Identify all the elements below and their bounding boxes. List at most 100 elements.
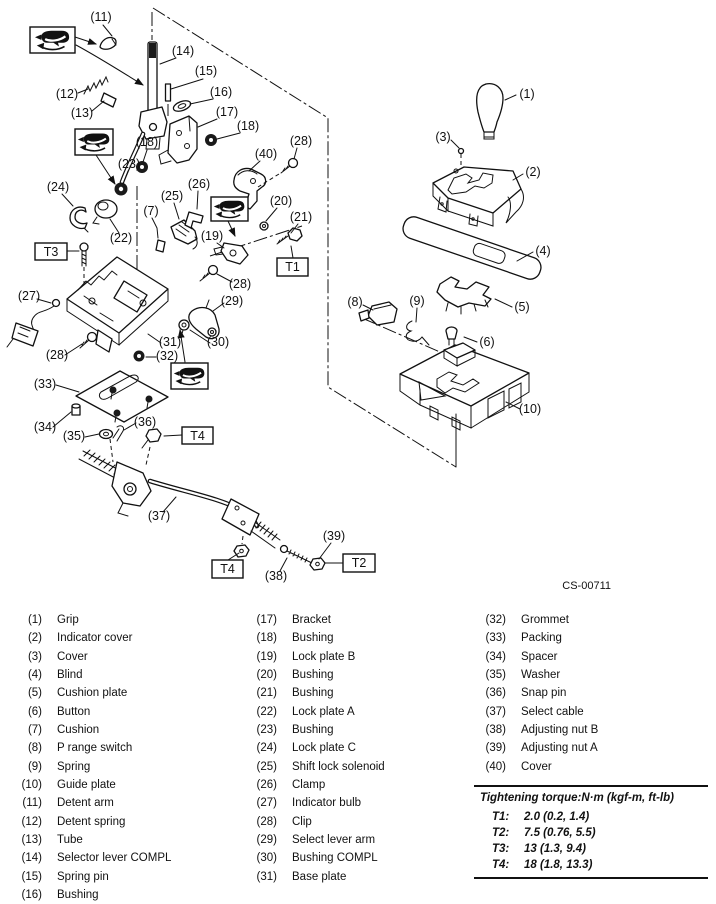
part-number: (14) — [21, 852, 42, 865]
part-bushing-21 — [276, 227, 303, 245]
list-item: (9)Spring — [20, 758, 171, 776]
part-lock-plate-c — [69, 206, 89, 233]
list-item: (5)Cushion plate — [20, 684, 171, 702]
part-adjusting-nut-a — [309, 557, 326, 571]
center-lines — [136, 7, 457, 468]
part-number: (2) — [27, 632, 42, 645]
callout-24: (24) — [47, 180, 69, 194]
figure-code: CS-00711 — [562, 580, 611, 592]
part-select-lever-arm — [188, 299, 220, 340]
part-number: (34) — [485, 650, 506, 663]
part-name: Bushing — [57, 888, 99, 901]
callout-31: (31) — [159, 335, 181, 349]
part-number: (35) — [485, 668, 506, 681]
list-item: (35)Washer — [484, 666, 598, 684]
torque-box-t3: T3 — [44, 245, 59, 259]
leader-lines — [36, 24, 534, 572]
torque-box-t2: T2 — [352, 556, 367, 570]
parts-column-1: (1)Grip (2)Indicator cover (3)Cover (4)B… — [20, 611, 172, 904]
callout-28: (28) — [290, 134, 312, 148]
part-number: (8) — [27, 742, 42, 755]
part-number: (25) — [256, 760, 277, 773]
part-number: (32) — [485, 614, 506, 626]
list-item: (27)Indicator bulb — [255, 794, 385, 812]
part-name: Lock plate A — [292, 705, 355, 718]
part-cushion — [155, 239, 166, 253]
callout-35: (35) — [63, 429, 85, 443]
callout-29: (29) — [221, 294, 243, 308]
list-item: (18)Bushing — [255, 629, 385, 647]
list-item: (25)Shift lock solenoid — [255, 758, 385, 776]
list-item: (10)Guide plate — [20, 776, 171, 794]
part-name: Cover — [521, 760, 552, 773]
part-name: Indicator cover — [57, 632, 133, 645]
part-name: Adjusting nut B — [521, 723, 599, 736]
list-item: (40) Cover — [484, 758, 598, 776]
part-number: (17) — [256, 614, 277, 626]
list-item: (22)Lock plate A — [255, 703, 385, 721]
part-spacer — [71, 403, 81, 416]
part-spring-pin — [164, 83, 172, 102]
callout-26: (26) — [188, 177, 210, 191]
part-button — [445, 326, 458, 356]
list-item: (4) Blind — [20, 666, 171, 684]
part-lock-plate-a — [92, 199, 118, 225]
part-name: Clamp — [292, 778, 326, 791]
part-guide-plate — [399, 342, 530, 431]
list-item: (28)Clip — [255, 813, 385, 831]
callout-16: (16) — [210, 85, 232, 99]
part-clamp — [184, 211, 204, 229]
part-number: (7) — [27, 723, 42, 736]
part-name: Indicator bulb — [292, 797, 362, 810]
part-name: Blind — [57, 668, 83, 681]
part-name: Base plate — [292, 870, 347, 883]
part-washer — [98, 428, 114, 463]
callout-7: (7) — [143, 204, 158, 218]
torque-box-t1: T1 — [285, 260, 300, 274]
callout-21: (21) — [290, 210, 312, 224]
callout-32: (32) — [156, 349, 178, 363]
torque-label: T1: — [492, 811, 510, 823]
list-item: (26)Clamp — [255, 776, 385, 794]
list-item: (19)Lock plate B — [255, 648, 385, 666]
part-bushing-23 — [114, 182, 128, 196]
part-name: Spring pin — [57, 870, 109, 883]
part-tube — [100, 92, 117, 108]
callout-40: (40) — [255, 147, 277, 161]
part-number: (28) — [256, 815, 277, 828]
torque-label: T2: — [492, 827, 510, 839]
part-name: Bushing COMPL — [292, 852, 378, 865]
torque-value: 18 (1.8, 13.3) — [524, 859, 593, 871]
torque-row: T4: 18 (1.8, 13.3) — [492, 857, 708, 873]
part-detent-arm — [99, 36, 117, 50]
list-item: (33)Packing — [484, 629, 598, 647]
part-spring-9 — [405, 320, 430, 346]
list-item: (8)P range switch — [20, 739, 171, 757]
part-bracket — [158, 115, 198, 165]
list-item: (37)Select cable — [484, 703, 598, 721]
list-item: (14) Selector lever COMPL — [20, 849, 172, 867]
part-number: (12) — [21, 815, 42, 828]
part-number: (36) — [485, 687, 506, 700]
part-name: Selector lever COMPL — [57, 852, 172, 865]
torque-box-t4: T4 — [220, 562, 235, 576]
callout-8: (8) — [347, 295, 362, 309]
callout-20: (20) — [270, 194, 292, 208]
list-item: (11)Detent arm — [20, 794, 171, 812]
list-item: (24)Lock plate C — [255, 739, 385, 757]
part-name: Bushing — [292, 687, 334, 700]
part-t3-screw — [79, 242, 89, 283]
callout-11: (11) — [90, 10, 111, 24]
torque-label: T4: — [492, 859, 510, 871]
part-packing — [75, 370, 169, 423]
list-item: (32)Grommet — [484, 611, 598, 629]
parts-column-3: (32)Grommet (33)Packing (34)Spacer (35)W… — [484, 611, 599, 776]
callout-10: (10) — [519, 402, 541, 416]
part-bushing-16 — [172, 100, 192, 112]
list-item: (6)Button — [20, 703, 171, 721]
part-number: (40) — [485, 760, 506, 773]
part-number: (4) — [27, 668, 42, 681]
part-clip-28b — [199, 264, 219, 282]
list-item: (34)Spacer — [484, 648, 598, 666]
list-item: (23)Bushing — [255, 721, 385, 739]
